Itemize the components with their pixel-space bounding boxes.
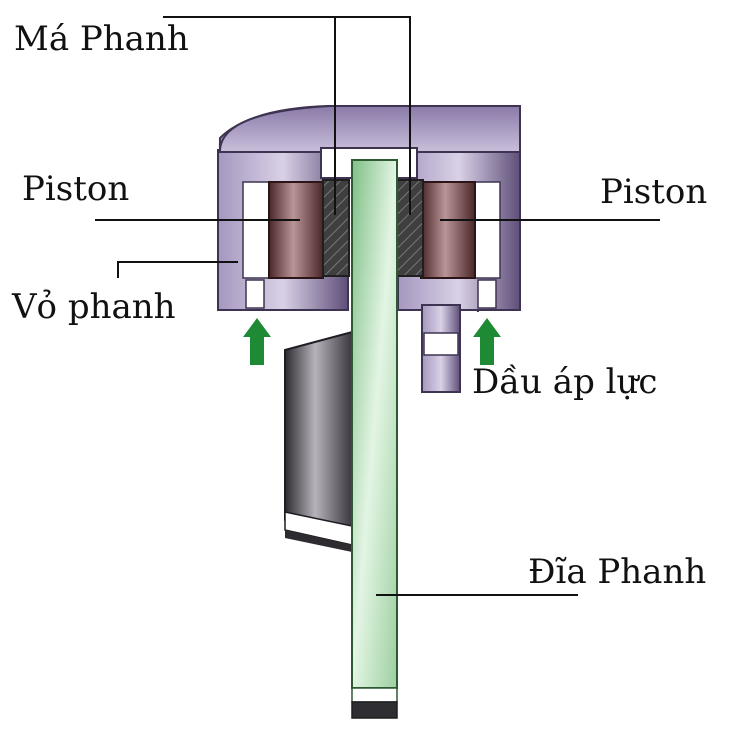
label-hydraulic-pressure: Dầu áp lực: [472, 362, 658, 402]
leader-caliper-housing: [117, 261, 238, 278]
caliper-housing-shape: [216, 105, 521, 393]
label-piston-left: Piston: [22, 169, 130, 209]
label-caliper-housing: Vỏ phanh: [12, 287, 176, 327]
pressure-arrow-right: [473, 318, 501, 365]
piston-right-shape: [420, 181, 476, 279]
piston-left-shape: [268, 181, 324, 279]
label-piston-right: Piston: [600, 172, 708, 212]
brake-disc-shape: [351, 159, 398, 719]
label-brake-disc: Đĩa Phanh: [528, 552, 707, 592]
pressure-arrow-left: [243, 318, 271, 365]
label-brake-pad: Má Phanh: [14, 19, 189, 59]
hub-shape: [284, 330, 353, 552]
leader-brake-pad: [163, 16, 411, 215]
leader-lines: [95, 16, 660, 596]
